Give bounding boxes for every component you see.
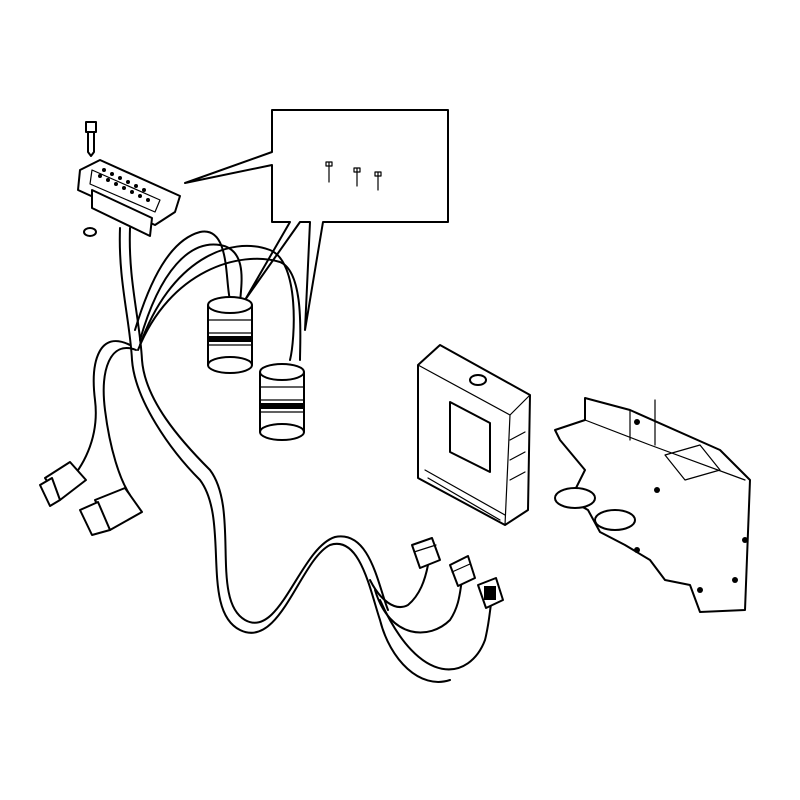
mounting-bracket (554, 397, 751, 613)
end-connector-3 (477, 577, 504, 609)
bolt (85, 121, 97, 157)
end-connector-2 (449, 555, 476, 587)
round-connector-2 (259, 363, 305, 441)
main-connector (77, 159, 181, 237)
ecu-module (417, 344, 531, 526)
nut (83, 227, 97, 237)
round-connector-1 (207, 296, 253, 374)
screws-detail (325, 161, 382, 191)
harness-wires (69, 227, 493, 683)
side-connector-2 (79, 487, 143, 536)
side-connector-1 (39, 461, 87, 507)
end-connector-1 (411, 537, 441, 569)
